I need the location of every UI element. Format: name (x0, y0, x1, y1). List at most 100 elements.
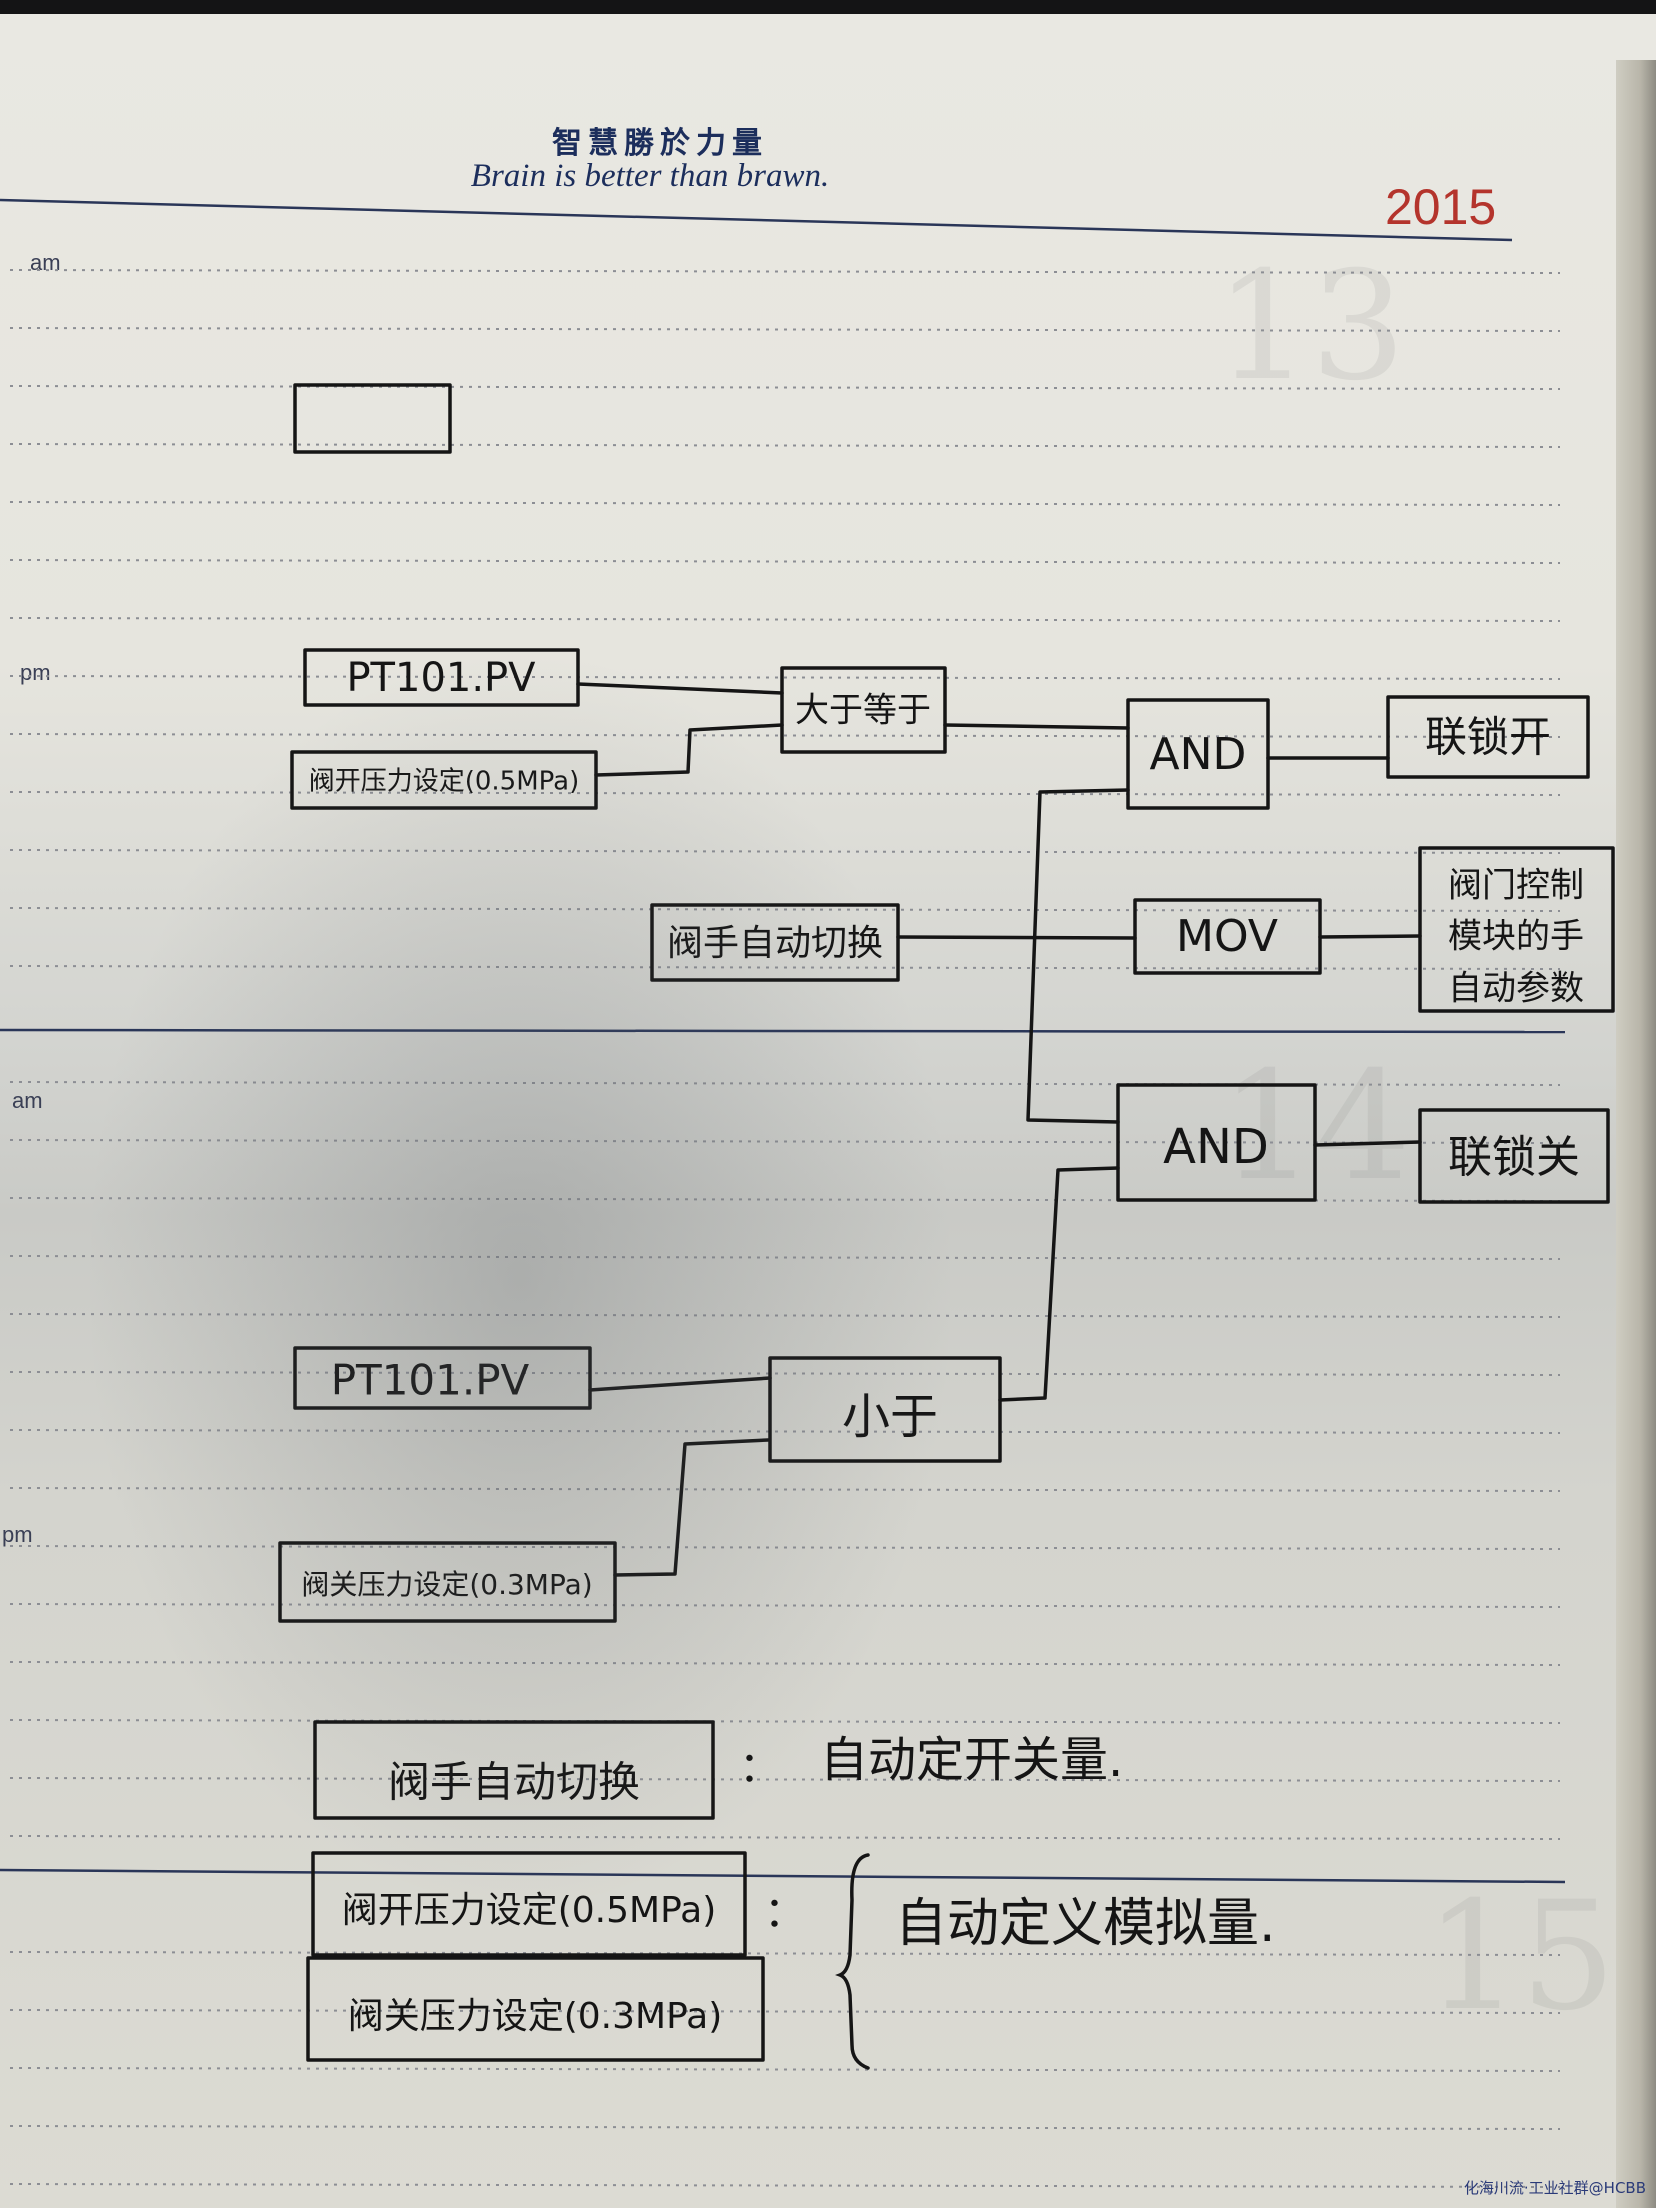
slot-label-pm: pm (20, 660, 51, 685)
ghost-text: 13 (1215, 240, 1406, 414)
ruled-line (9, 1661, 1561, 1666)
ruled-line (9, 965, 1561, 970)
ruled-line (9, 1371, 1561, 1376)
ruled-lines (9, 269, 1561, 2188)
motto-chinese: 智慧勝於力量 (552, 126, 768, 161)
wire (1026, 788, 1130, 1124)
interlock-open-block (1386, 695, 1590, 779)
mov-block (1133, 898, 1322, 975)
label-greater-than: 大于等于 (795, 691, 931, 731)
header-rule (0, 198, 1513, 242)
slot-label-am: am (12, 1088, 43, 1113)
ruled-line (9, 907, 1561, 912)
wire (1313, 1140, 1422, 1147)
manual-auto-switch-block (650, 903, 900, 982)
ruled-line (9, 2067, 1561, 2072)
wire (588, 1376, 772, 1392)
ruled-line (9, 791, 1561, 796)
ruled-line (9, 1255, 1561, 1260)
ruled-line (9, 443, 1561, 448)
ruled-line (9, 1487, 1561, 1492)
planner-year: 2015 (1385, 179, 1497, 235)
label-pt101-pv-2: PT101.PV (331, 1356, 530, 1405)
wire (943, 723, 1130, 730)
wire (613, 1438, 770, 1577)
label-mov: MOV (1176, 911, 1278, 962)
ruled-line (9, 1139, 1561, 1144)
label-and-bottom: AND (1163, 1119, 1269, 1175)
legend-analog-description: 自动定义模拟量. (895, 1894, 1276, 1954)
top-dark-strip (0, 0, 1656, 14)
ruled-line (9, 2183, 1561, 2188)
ruled-line (9, 617, 1561, 622)
pt101-pv-input-block-2 (293, 1346, 592, 1410)
label-pt101-pv: PT101.PV (346, 655, 536, 701)
legend-switch-box (313, 1720, 715, 1820)
day-divider (0, 1028, 1566, 1034)
legend-open-setpoint-box (311, 1851, 747, 1957)
ruled-line (9, 559, 1561, 564)
day-divider (0, 1868, 1566, 1884)
ruled-line (9, 1951, 1561, 1956)
label-open-setpoint: 阀开压力设定(0.5MPa) (309, 767, 580, 797)
and-top-block (1126, 698, 1270, 810)
ruled-line (9, 327, 1561, 332)
label-valve-param-1: 阀门控制 (1448, 866, 1584, 906)
legend-separator: ： (764, 1888, 806, 1937)
label-interlock-open: 联锁开 (1425, 713, 1551, 762)
ruled-line (9, 1313, 1561, 1318)
label-and-top: AND (1150, 729, 1247, 780)
wire (896, 935, 1137, 940)
ruled-line (9, 1719, 1561, 1724)
legend-close-setpoint-box (306, 1956, 765, 2062)
watermark: 化海川流·工业社群@HCBB (1463, 2179, 1646, 2197)
ruled-line (9, 1081, 1561, 1086)
page-edge (1616, 60, 1656, 2208)
ruled-line (9, 1197, 1561, 1202)
section-dividers (0, 198, 1566, 1884)
label-interlock-close: 联锁关 (1448, 1132, 1580, 1183)
ruled-line (9, 1777, 1561, 1782)
label-less-than: 小于 (842, 1389, 938, 1445)
ruled-line (9, 501, 1561, 506)
label-valve-param-3: 自动参数 (1448, 969, 1584, 1009)
ghost-text: 15 (1425, 1870, 1616, 2044)
ruled-line (9, 849, 1561, 854)
ruled-line (9, 2125, 1561, 2130)
ruled-line (9, 2009, 1561, 2014)
and-bottom-block (1116, 1083, 1317, 1202)
interlock-close-block (1418, 1108, 1610, 1204)
ruled-line (9, 269, 1561, 274)
slot-label-pm: pm (2, 1522, 33, 1547)
empty-block (293, 383, 452, 454)
wire (594, 723, 784, 777)
less-than-block (768, 1356, 1002, 1463)
close-setpoint-block (278, 1541, 617, 1623)
legend-brace (835, 1853, 870, 2070)
ruled-line (9, 1545, 1561, 1550)
motto-english: Brain is better than brawn. (470, 158, 830, 194)
label-valve-param-2: 模块的手 (1448, 917, 1584, 957)
label-close-setpoint: 阀关压力设定(0.3MPa) (301, 1568, 592, 1601)
ruled-line (9, 1429, 1561, 1434)
valve-param-block (1418, 846, 1615, 1013)
ruled-line (9, 675, 1561, 680)
legend-switch-label: 阀手自动切换 (388, 1758, 640, 1807)
legend-open-setpoint-label: 阀开压力设定(0.5MPa) (342, 1890, 717, 1931)
ruled-line (9, 1603, 1561, 1608)
wire (998, 1166, 1120, 1402)
wire (576, 682, 784, 695)
open-setpoint-block (290, 750, 598, 810)
ruled-line (9, 385, 1561, 390)
legend-separator: ： (739, 1743, 781, 1792)
pt101-pv-input-block (303, 648, 580, 707)
wire (1318, 934, 1422, 939)
legend-close-setpoint-label: 阀关压力设定(0.3MPa) (348, 1996, 723, 2037)
label-manual-auto-switch: 阀手自动切换 (667, 923, 883, 964)
ruled-line (9, 733, 1561, 738)
ruled-line (9, 1835, 1561, 1840)
greater-than-block (780, 666, 947, 754)
legend-switch-description: 自动定开关量. (820, 1732, 1123, 1788)
